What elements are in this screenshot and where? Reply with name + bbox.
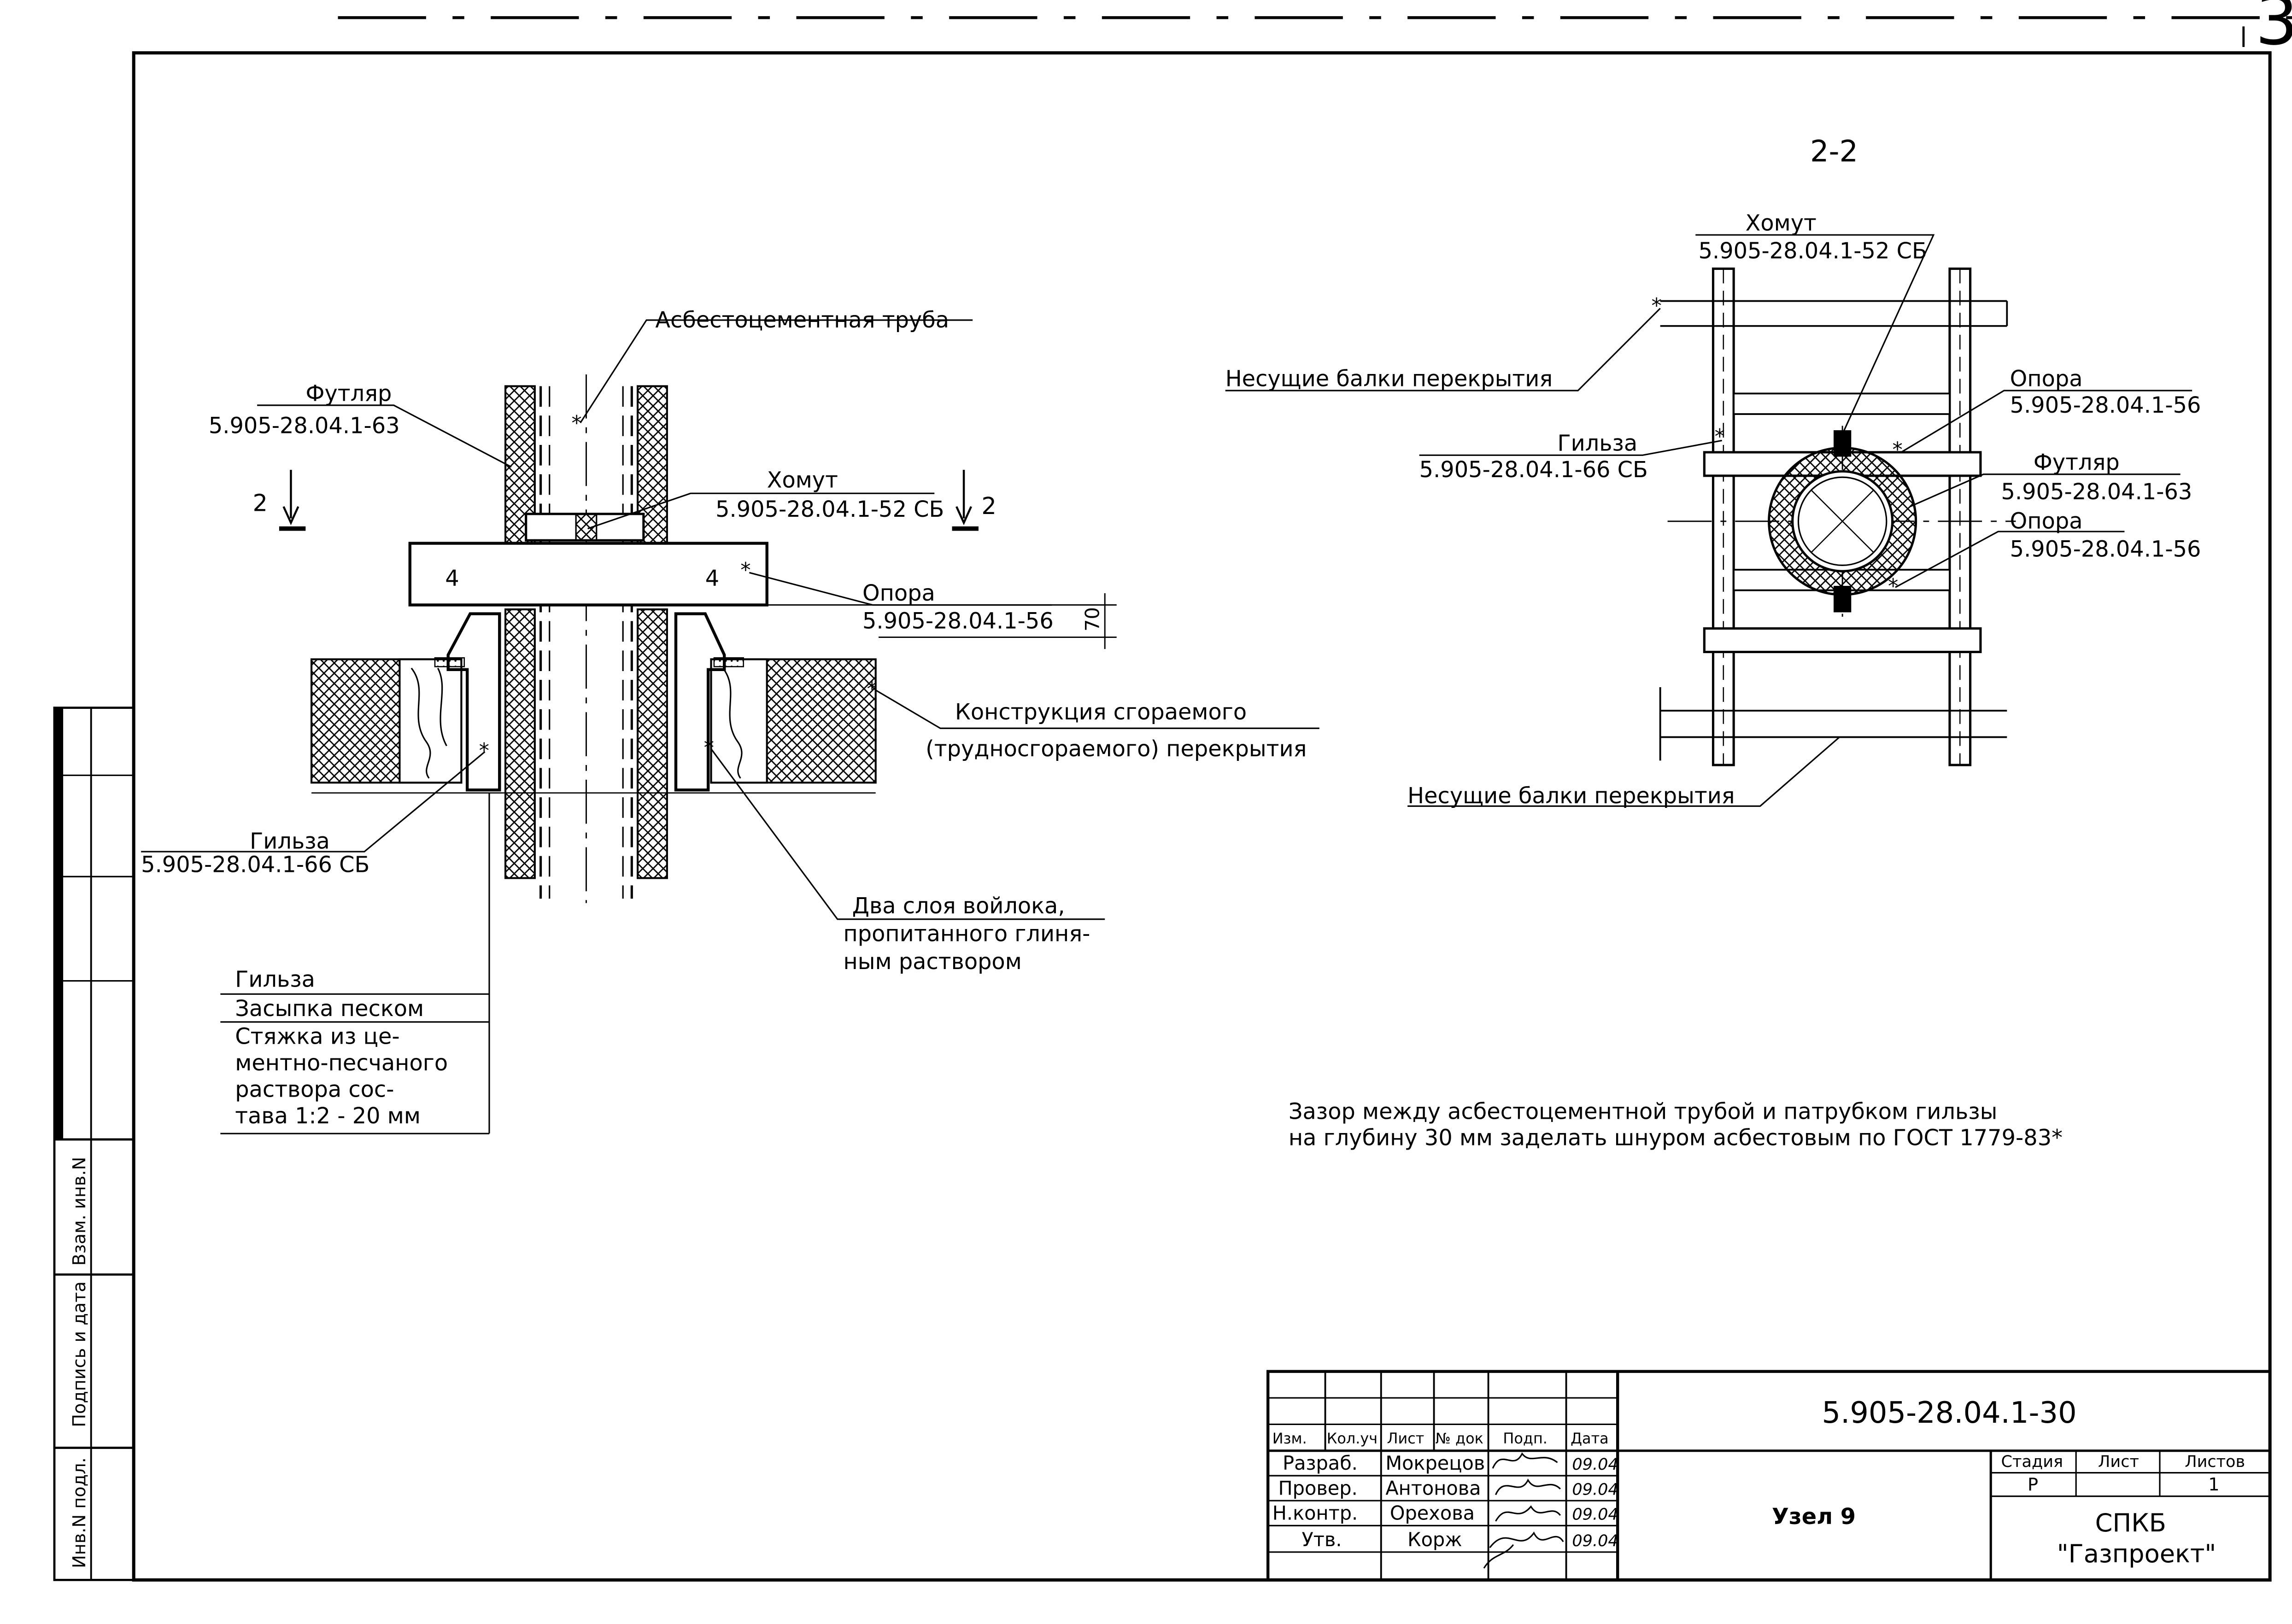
tb-hdr-data: Дата	[1571, 1430, 1609, 1447]
label-construction-2: (трудносгораемого) перекрытия	[926, 736, 1307, 762]
tb-date-4: 09.04	[1572, 1531, 1618, 1550]
section-mark-left: 2	[253, 490, 268, 517]
title-block: Изм. Кол.уч Лист № док Подп. Дата Разраб…	[1266, 1370, 2272, 1582]
signature-4	[1483, 1531, 1564, 1569]
label-felt-1: Два слоя войлока,	[852, 894, 1065, 919]
label-construction-1: Конструкция сгораемого	[955, 700, 1247, 725]
weld-mark: *	[1652, 294, 1662, 318]
tb-date-3: 09.04	[1572, 1505, 1618, 1524]
signature-2	[1495, 1478, 1561, 1495]
wood-beam-left	[399, 658, 463, 784]
support-number-left: 4	[445, 566, 459, 591]
weld-mark: *	[740, 558, 750, 582]
tb-date-1: 09.04	[1572, 1455, 1618, 1474]
tb-name-2: Антонова	[1385, 1477, 1481, 1499]
label-gilza-code: 5.905-28.04.1-66 СБ	[141, 853, 369, 878]
legend-2: Засыпка песком	[235, 996, 424, 1022]
dimension-70: 70	[1081, 607, 1103, 631]
tb-role-3: Н.контр.	[1272, 1502, 1358, 1525]
page-number: 37	[2255, 0, 2292, 60]
label-felt-2: пропитанного глиня-	[844, 922, 1090, 947]
tb-title: Узел 9	[1772, 1504, 1856, 1530]
tb-hdr-kol: Кол.уч	[1327, 1430, 1378, 1447]
tb-hdr-izm: Изм.	[1272, 1430, 1307, 1447]
tb-doc-number: 5.905-28.04.1-30	[1822, 1396, 2076, 1430]
signature-1	[1492, 1452, 1558, 1469]
weld-mark: *	[572, 411, 582, 435]
tb-role-2: Провер.	[1278, 1477, 1358, 1499]
note-line-1: Зазор между асбестоцементной трубой и па…	[1289, 1099, 1998, 1124]
side-stamp: Взам. инв.N Подпись и дата Инв.N подл.	[53, 707, 135, 1581]
support-plate-bottom	[1703, 627, 1982, 654]
r-label-gilza-code: 5.905-28.04.1-66 СБ	[1419, 457, 1648, 483]
r-label-opora-1: Опора	[2010, 366, 2083, 391]
r-label-khomut-code: 5.905-28.04.1-52 СБ	[1699, 239, 1927, 264]
weld-mark: *	[1888, 574, 1898, 598]
tb-stage-label: Стадия	[2001, 1452, 2063, 1471]
tb-sheet-label: Лист	[2098, 1452, 2139, 1471]
right-view: 2-2 Хомут 5.905-28.04.1-52 СБ	[1225, 135, 2201, 809]
label-asbestos-pipe: Асбестоцементная труба	[655, 308, 949, 333]
tb-sheets-value: 1	[2208, 1474, 2219, 1495]
legend-3: Стяжка из це-	[235, 1024, 399, 1050]
tb-hdr-ndok: № док	[1436, 1430, 1483, 1447]
left-view: 4 4 2 2 70 Асбестоцементная труба * Футл…	[141, 308, 1319, 1134]
tb-name-1: Мокрецов	[1385, 1452, 1485, 1474]
label-opora: Опора	[862, 581, 935, 606]
label-opora-code: 5.905-28.04.1-56	[862, 608, 1054, 634]
tb-name-3: Орехова	[1390, 1502, 1475, 1525]
label-felt-3: ным раствором	[844, 949, 1022, 975]
tb-role-1: Разраб.	[1283, 1452, 1358, 1474]
tb-stage-value: Р	[2028, 1474, 2038, 1495]
r-label-opora-1-code: 5.905-28.04.1-56	[2010, 393, 2201, 418]
sleeve	[446, 612, 501, 792]
r-label-opora-2-code: 5.905-28.04.1-56	[2010, 537, 2201, 562]
legend-4: ментно-песчаного	[235, 1051, 448, 1076]
legend-5: раствора сос-	[235, 1077, 394, 1102]
r-label-beams-bottom: Несущие балки перекрытия	[1407, 783, 1735, 809]
label-futlyar-code: 5.905-28.04.1-63	[209, 413, 400, 438]
support-number-right: 4	[705, 566, 719, 591]
tb-hdr-list: Лист	[1387, 1430, 1424, 1447]
tb-name-4: Корж	[1407, 1529, 1462, 1551]
r-label-opora-2: Опора	[2010, 509, 2083, 534]
weld-mark: *	[479, 739, 489, 763]
r-label-futlyar-code: 5.905-28.04.1-63	[2001, 479, 2192, 505]
tb-role-4: Утв.	[1302, 1529, 1342, 1551]
stamp-inv-podl: Инв.N подл.	[69, 1457, 90, 1568]
label-futlyar: Футляр	[305, 381, 392, 406]
label-khomut: Хомут	[767, 467, 838, 493]
section-mark-right: 2	[981, 493, 996, 520]
tb-hdr-podp: Подп.	[1503, 1430, 1548, 1447]
legend-1: Гильза	[235, 967, 315, 992]
signature-3	[1495, 1505, 1561, 1522]
note-line-2: на глубину 30 мм заделать шнуром асбесто…	[1289, 1126, 2063, 1151]
tb-org-2: "Газпроект"	[2057, 1539, 2216, 1568]
label-khomut-code: 5.905-28.04.1-52 СБ	[715, 497, 944, 522]
legend-6: тава 1:2 - 20 мм	[235, 1104, 421, 1129]
weld-mark: *	[867, 677, 877, 701]
support-plate	[408, 542, 768, 607]
r-label-khomut: Хомут	[1746, 211, 1817, 236]
weld-mark: *	[704, 736, 714, 760]
stamp-vzam-inv: Взам. инв.N	[69, 1157, 90, 1266]
label-gilza: Гильза	[250, 829, 330, 854]
case-wall-left	[504, 385, 536, 546]
weld-mark: *	[1893, 438, 1903, 461]
r-label-futlyar: Футляр	[2034, 450, 2120, 475]
section-title: 2-2	[1810, 135, 1858, 169]
clamp-ear-bottom	[1834, 586, 1852, 613]
tb-date-2: 09.04	[1572, 1480, 1618, 1499]
weld-mark: *	[1715, 425, 1725, 449]
stamp-podpis-data: Подпись и дата	[69, 1281, 90, 1427]
tb-sheets-label: Листов	[2185, 1452, 2245, 1471]
tb-org-1: СПКБ	[2095, 1508, 2166, 1537]
r-label-gilza: Гильза	[1557, 431, 1637, 456]
r-label-beams-top: Несущие балки перекрытия	[1225, 366, 1553, 391]
